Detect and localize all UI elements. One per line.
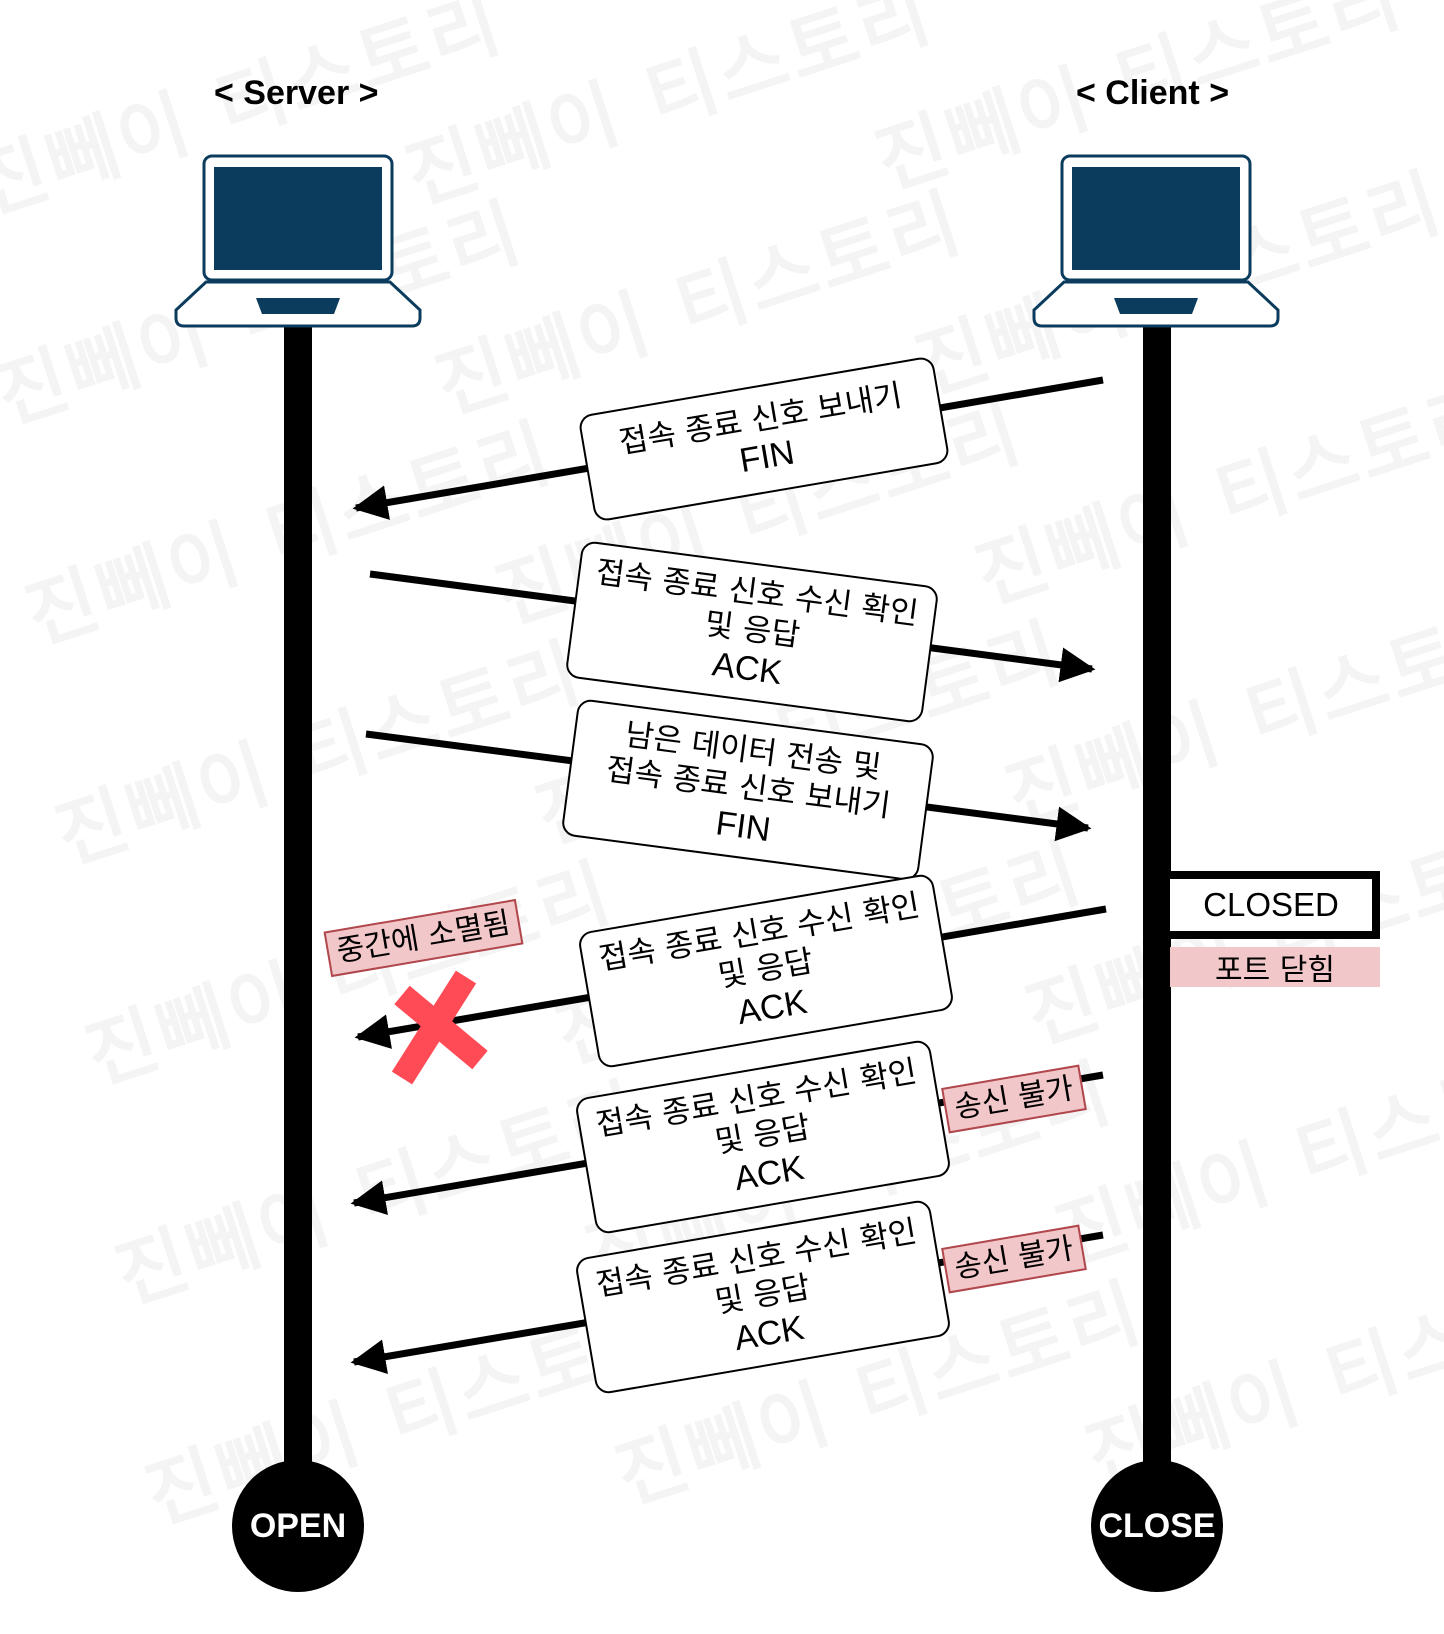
message-flag: ACK [710, 644, 785, 692]
server-laptop-icon [174, 154, 422, 328]
message-flag: FIN [736, 433, 798, 481]
client-close-state: CLOSE [1091, 1460, 1223, 1592]
server-title: < Server > [214, 74, 379, 112]
server-lifeline [284, 325, 312, 1475]
client-lifeline [1143, 325, 1171, 1475]
server-open-state: OPEN [232, 1460, 364, 1592]
message-flag: FIN [713, 803, 773, 849]
closed-state-box: CLOSED [1170, 871, 1380, 939]
lost-x-icon [391, 970, 488, 1085]
client-title: < Client > [1076, 74, 1230, 112]
port-closed-note: 포트 닫힘 [1170, 947, 1380, 988]
client-laptop-icon [1032, 154, 1280, 328]
